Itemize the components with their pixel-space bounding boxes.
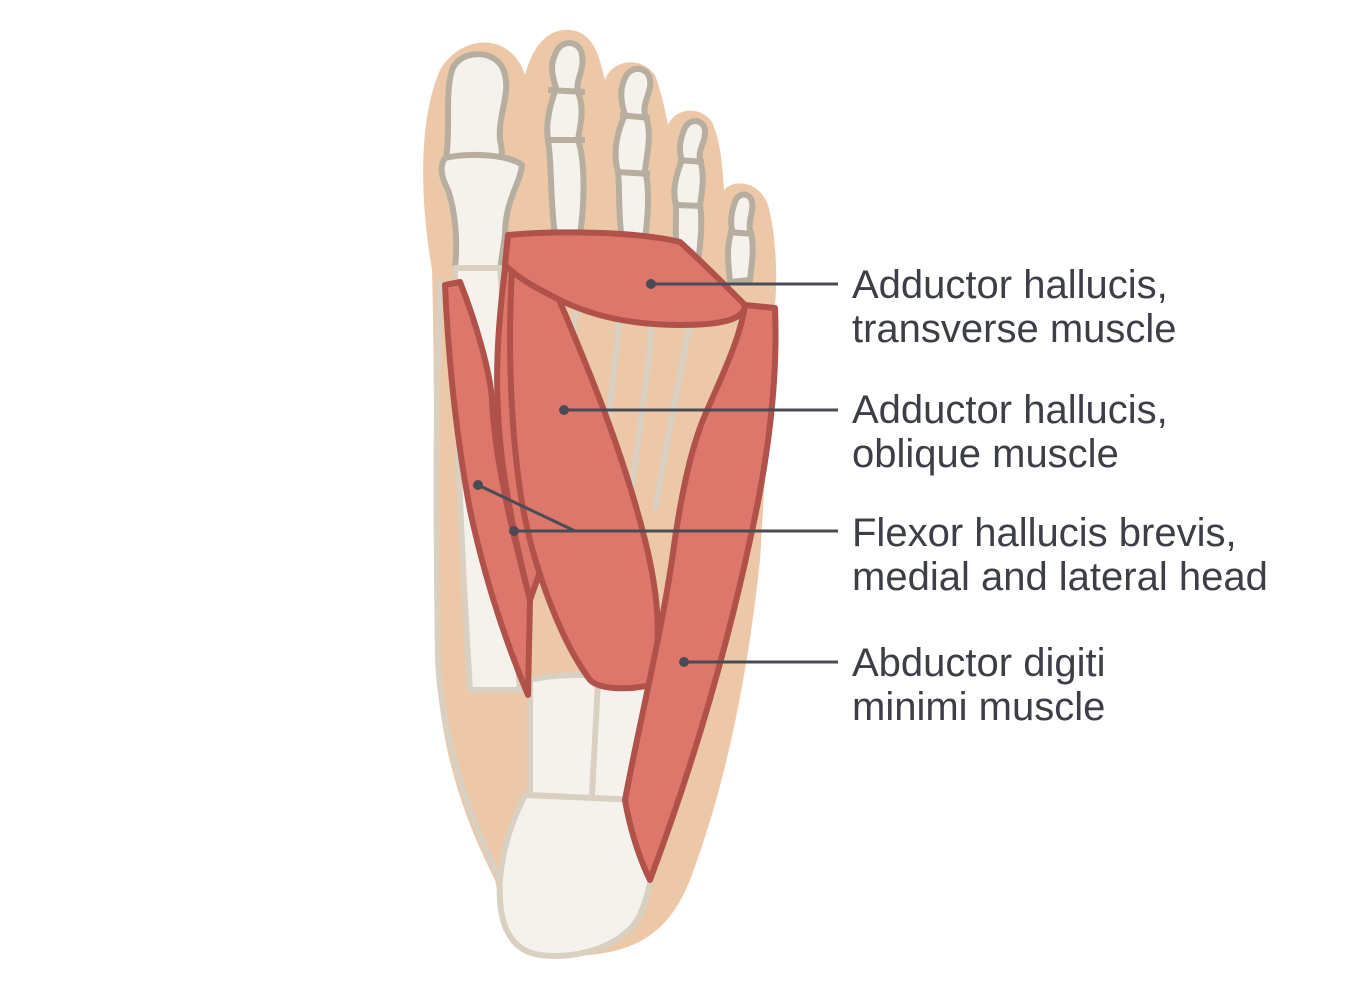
leader-dot-flexor-medial bbox=[473, 480, 483, 490]
leader-dot-transverse bbox=[646, 279, 656, 289]
fifth-toe-joint bbox=[727, 229, 755, 237]
tarsal-divider bbox=[589, 681, 601, 796]
label-flexor-hallucis-brevis: Flexor hallucis brevis, medial and later… bbox=[852, 511, 1268, 599]
third-toe-joint bbox=[617, 112, 651, 177]
foot-bone-outline bbox=[433, 279, 503, 882]
foot-muscles bbox=[442, 229, 779, 883]
label-adductor-hallucis-transverse: Adductor hallucis, transverse muscle bbox=[852, 263, 1177, 351]
label-flexor-line1: Flexor hallucis brevis, bbox=[852, 511, 1237, 555]
label-transverse-line1: Adductor hallucis, bbox=[852, 263, 1168, 307]
fourth-toe-joint bbox=[675, 157, 705, 209]
label-adductor-hallucis-oblique: Adductor hallucis, oblique muscle bbox=[852, 388, 1168, 476]
label-abductor-line1: Abductor digiti bbox=[852, 641, 1106, 685]
adductor-hallucis-transverse bbox=[502, 229, 748, 328]
leader-dot-oblique bbox=[559, 405, 569, 415]
label-transverse-line2: transverse muscle bbox=[852, 307, 1177, 351]
label-abductor-digiti-minimi: Abductor digiti minimi muscle bbox=[852, 641, 1105, 729]
second-toe-joint bbox=[547, 87, 586, 143]
leader-dot-flexor-lateral bbox=[509, 526, 519, 536]
leader-lines bbox=[473, 279, 838, 667]
label-oblique-line2: oblique muscle bbox=[852, 432, 1119, 476]
leader-line-flexor-medial bbox=[477, 483, 576, 533]
fourth-toe-bones bbox=[671, 118, 709, 268]
label-flexor-line2: medial and lateral head bbox=[852, 555, 1268, 599]
abductor-digiti-minimi bbox=[622, 302, 779, 883]
third-toe-bones bbox=[612, 65, 654, 243]
fifth-toe-bones bbox=[725, 191, 756, 285]
label-abductor-line2: minimi muscle bbox=[852, 685, 1106, 729]
leader-dot-abductor bbox=[679, 657, 689, 667]
label-oblique-line1: Adductor hallucis, bbox=[852, 388, 1168, 432]
